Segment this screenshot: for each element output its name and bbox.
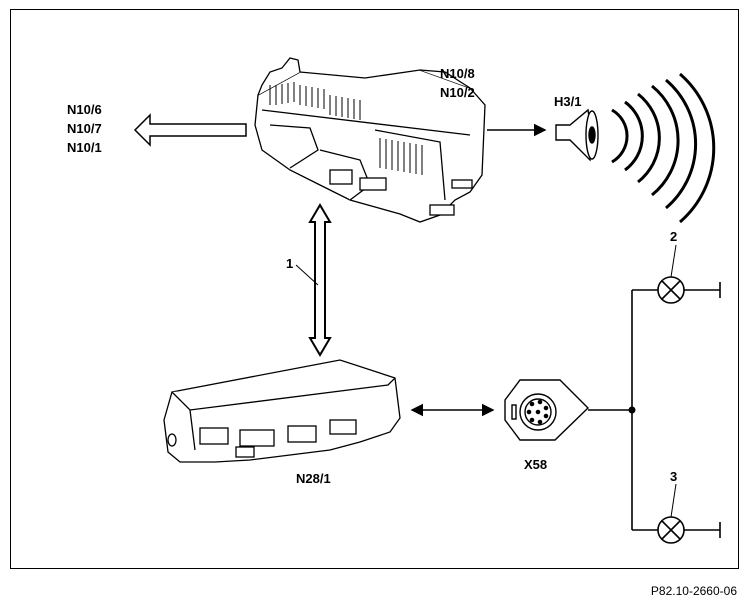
control-module-n28-1 — [163, 359, 401, 463]
callout-3-leader — [670, 483, 677, 518]
double-arrow-vertical — [308, 203, 332, 357]
lamp-2 — [657, 276, 685, 304]
junction-dot — [628, 406, 636, 414]
label-n10-6: N10/6 — [67, 102, 102, 117]
control-module-n10 — [254, 57, 486, 223]
callout-1: 1 — [286, 256, 294, 271]
label-n10-1: N10/1 — [67, 140, 102, 155]
label-n10-2: N10/2 — [440, 85, 475, 100]
lamp-wiring — [588, 282, 721, 538]
label-n10-7: N10/7 — [67, 121, 102, 136]
n10-connector-pins — [269, 82, 423, 175]
label-n28-1: N28/1 — [296, 471, 331, 486]
hollow-arrow-left — [133, 113, 247, 147]
label-h3-1: H3/1 — [554, 94, 582, 109]
callout-2-leader — [670, 244, 677, 278]
sound-waves — [611, 72, 716, 224]
diagnostic-socket-x58 — [504, 379, 589, 441]
label-n10-8: N10/8 — [440, 66, 475, 81]
lamp-3 — [657, 516, 685, 544]
callout-3: 3 — [670, 469, 678, 484]
figure-reference: P82.10-2660-06 — [650, 584, 737, 598]
diagram-frame — [10, 9, 739, 569]
callout-2: 2 — [670, 229, 678, 244]
callout-1-leader — [295, 264, 319, 286]
horn-h3-1 — [555, 108, 599, 162]
label-x58: X58 — [524, 457, 548, 472]
